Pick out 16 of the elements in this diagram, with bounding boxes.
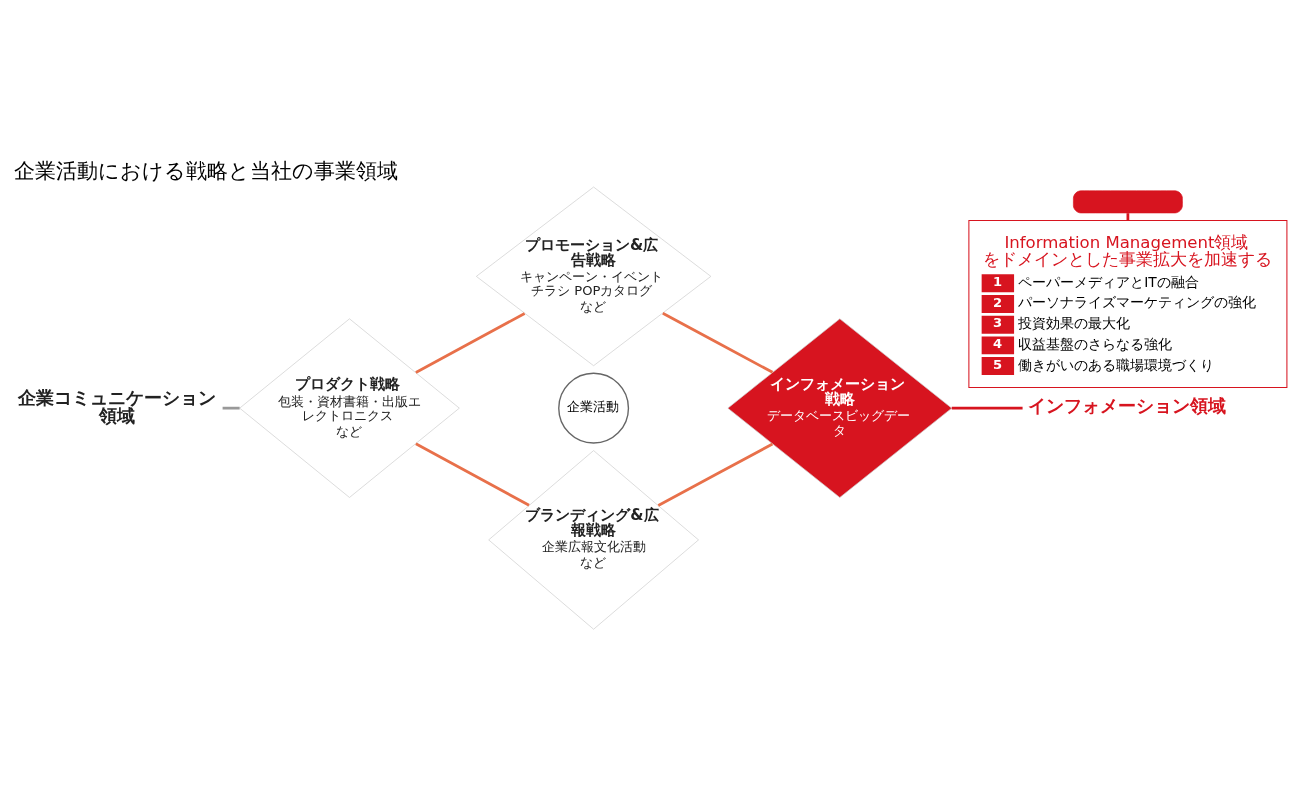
node-diamond: プロモーション&広告戦略 キャンペーン・イベントチラシ POPカタログ など xyxy=(476,186,712,366)
node-box xyxy=(1073,190,1183,213)
node-diamond: ブランディング&広報戦略 企業広報文化活動 など xyxy=(488,449,699,630)
node-text: 企業コミュニケーション領域 xyxy=(17,386,216,426)
connector xyxy=(222,406,240,409)
node-text: インフォメーション領域 xyxy=(1028,394,1227,416)
node-box: Information Management領域をドメインとした事業拡大を加速する 1 ペーパーメディアとITの融合 2 パーソナライズマーケティングの強化 3 投資効果の最大化 4 収益基盤のさらなる強化 5 働きがいのある職場環境づくり xyxy=(968,219,1288,388)
node-circle: 企業活動 xyxy=(558,372,630,444)
node-diamond: プロダクト戦略 包装・資材書籍・出版エレクトロニクス など xyxy=(239,317,460,498)
connector xyxy=(657,442,774,507)
connector xyxy=(951,406,1023,409)
connector xyxy=(415,311,526,374)
connector xyxy=(415,442,530,506)
node-diamond: インフォメーション戦略 データベースビッグデータ xyxy=(727,317,953,498)
diagram-title: 企業活動における戦略と当社の事業領域 xyxy=(13,158,398,183)
connector xyxy=(662,311,774,373)
